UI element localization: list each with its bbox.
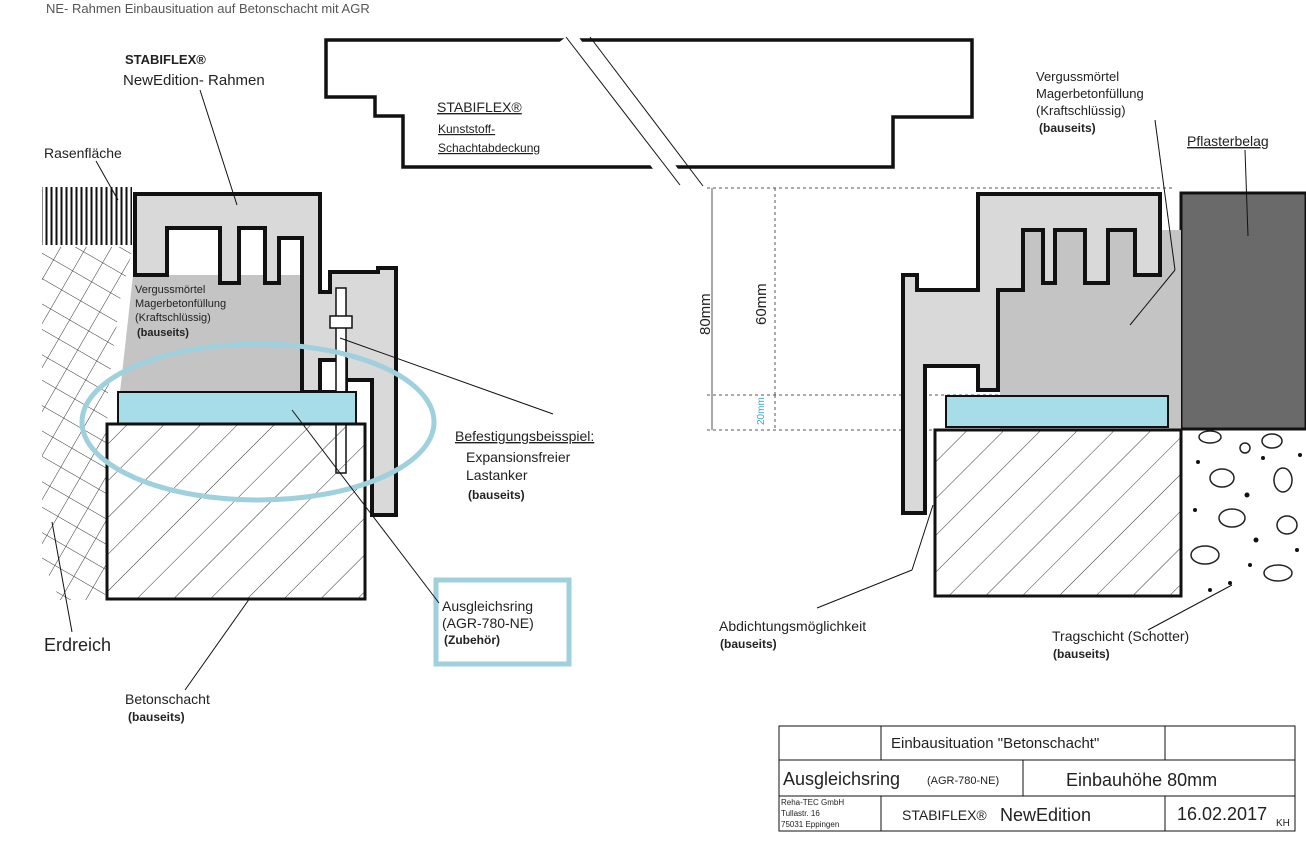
ring-label-l1: Ausgleichsring (442, 598, 533, 614)
page-title: NE- Rahmen Einbausituation auf Betonscha… (46, 1, 370, 16)
title-block: Einbausituation "Betonschacht" Ausgleich… (778, 725, 1296, 832)
tb-product-edition: NewEdition (1000, 805, 1091, 825)
mortar-label-l3: (Kraftschlüssig) (135, 312, 211, 324)
dim-ring: 20mm (756, 397, 767, 425)
adjustment-ring-left (117, 391, 357, 425)
tb-date: 16.02.2017 (1177, 804, 1267, 824)
mortar-right-l1: Vergussmörtel (1036, 69, 1119, 84)
tb-heading: Einbausituation "Betonschacht" (891, 735, 1099, 752)
fastening-l3: (bauseits) (468, 488, 525, 502)
gravel-base (1190, 430, 1298, 582)
lawn-label: Rasenfläche (44, 145, 122, 161)
fastening-l2: Lastanker (466, 467, 528, 483)
shaft-label-l2: (bauseits) (128, 710, 185, 724)
cover-title: STABIFLEX® (437, 99, 522, 115)
paving-label: Pflasterbelag (1187, 133, 1269, 149)
dim-frame: 60mm (753, 283, 770, 325)
tb-initials: KH (1276, 818, 1290, 829)
cover-outline (324, 38, 974, 169)
mortar-right-l3: (Kraftschlüssig) (1036, 103, 1126, 118)
cover-sub1: Kunststoff- (438, 122, 495, 136)
tb-company-l1: Reha-TEC GmbH (781, 798, 844, 807)
base-label-l2: (bauseits) (1053, 647, 1110, 661)
cover-sub2: Schachtabdeckung (438, 141, 540, 155)
mortar-label-l1: Vergussmörtel (135, 284, 205, 296)
seal-label-l2: (bauseits) (720, 637, 777, 651)
frame-profile-right (901, 192, 1162, 515)
tb-height: Einbauhöhe 80mm (1066, 770, 1217, 790)
right-detail: 80mm 60mm 20mm (697, 69, 1306, 661)
ring-label-l2: (AGR-780-NE) (442, 615, 534, 631)
seal-label-l1: Abdichtungsmöglichkeit (719, 618, 866, 634)
dim-total: 80mm (697, 293, 714, 335)
soil-label: Erdreich (44, 635, 111, 655)
fastening-title: Befestigungsbeisspiel: (455, 428, 594, 444)
mortar-label-l4: (bauseits) (137, 327, 189, 339)
cover-plate: STABIFLEX® Kunststoff- Schachtabdeckung (324, 30, 974, 191)
mortar-label-l2: Magerbetonfüllung (135, 298, 226, 310)
fastening-l1: Expansionsfreier (466, 449, 571, 465)
mortar-right-l4: (bauseits) (1039, 121, 1096, 135)
mortar-right-l2: Magerbetonfüllung (1036, 86, 1144, 101)
base-label-l1: Tragschicht (Schotter) (1052, 628, 1189, 644)
gravel-dots (1193, 453, 1302, 592)
paving-block (1179, 191, 1306, 431)
concrete-shaft-right (933, 428, 1183, 598)
tb-part: Ausgleichsring (783, 769, 900, 789)
ring-label-l3: (Zubehör) (444, 633, 500, 647)
shaft-label-l1: Betonschacht (125, 691, 210, 707)
ring-highlight-ellipse (79, 341, 437, 503)
product-sub-label: NewEdition- Rahmen (123, 72, 265, 89)
tb-company-l2: Tullastr. 16 (781, 809, 820, 818)
anchor-nut (329, 315, 353, 329)
lawn-grass (42, 187, 132, 245)
concrete-shaft-left (105, 422, 367, 601)
left-detail: STABIFLEX® NewEdition- Rahmen Rasenfläch… (42, 52, 594, 724)
tb-part-code: (AGR-780-NE) (927, 775, 999, 787)
tb-company-l3: 75031 Eppingen (781, 820, 839, 829)
soil-area (42, 247, 133, 600)
adjustment-ring-right (945, 395, 1169, 428)
product-label: STABIFLEX® (125, 52, 206, 67)
mortar-fill-left (120, 275, 300, 392)
tb-product: STABIFLEX® (902, 807, 987, 823)
ring-label-box (433, 577, 572, 667)
